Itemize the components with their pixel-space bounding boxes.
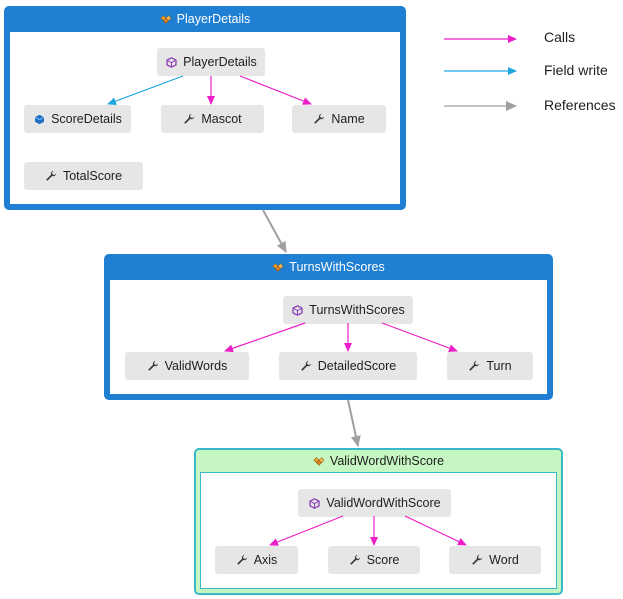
node-label: Word bbox=[489, 553, 519, 567]
group-title: ValidWordWithScore bbox=[329, 454, 445, 468]
group-header[interactable]: TurnsWithScores bbox=[106, 256, 551, 278]
group-header[interactable]: ValidWordWithScore bbox=[196, 450, 561, 472]
node-turns-with-scores-class[interactable]: TurnsWithScores bbox=[283, 296, 413, 324]
property-wrench-icon bbox=[300, 360, 312, 372]
class-group-icon bbox=[272, 261, 284, 273]
property-wrench-icon bbox=[349, 554, 361, 566]
class-icon bbox=[308, 497, 320, 509]
property-wrench-icon bbox=[183, 113, 195, 125]
node-word[interactable]: Word bbox=[449, 546, 541, 574]
node-label: Turn bbox=[486, 359, 512, 373]
node-axis[interactable]: Axis bbox=[215, 546, 298, 574]
node-score-details[interactable]: ScoreDetails bbox=[24, 105, 131, 133]
node-valid-words[interactable]: ValidWords bbox=[125, 352, 249, 380]
group-title: TurnsWithScores bbox=[289, 260, 385, 274]
edge-references bbox=[262, 209, 287, 253]
node-label: Axis bbox=[253, 553, 278, 567]
node-label: TurnsWithScores bbox=[309, 303, 405, 317]
property-wrench-icon bbox=[45, 170, 57, 182]
node-turn[interactable]: Turn bbox=[447, 352, 533, 380]
class-group-icon bbox=[160, 13, 172, 25]
group-title: PlayerDetails bbox=[176, 12, 251, 26]
node-detailed-score[interactable]: DetailedScore bbox=[279, 352, 417, 380]
legend-field-write-label: Field write bbox=[544, 62, 608, 78]
class-icon bbox=[291, 304, 303, 316]
node-label: ValidWordWithScore bbox=[326, 496, 441, 510]
property-wrench-icon bbox=[236, 554, 248, 566]
property-wrench-icon bbox=[313, 113, 325, 125]
node-label: Name bbox=[331, 112, 365, 126]
node-score[interactable]: Score bbox=[328, 546, 420, 574]
node-label: PlayerDetails bbox=[183, 55, 257, 69]
node-mascot[interactable]: Mascot bbox=[161, 105, 264, 133]
node-valid-word-with-score-class[interactable]: ValidWordWithScore bbox=[298, 489, 451, 517]
node-label: Score bbox=[366, 553, 400, 567]
node-label: ValidWords bbox=[164, 359, 228, 373]
class-group-icon bbox=[313, 455, 325, 467]
property-wrench-icon bbox=[147, 360, 159, 372]
property-wrench-icon bbox=[468, 360, 480, 372]
node-label: TotalScore bbox=[62, 169, 123, 183]
class-icon bbox=[165, 56, 177, 68]
node-label: DetailedScore bbox=[317, 359, 397, 373]
field-icon bbox=[33, 113, 45, 125]
group-header[interactable]: PlayerDetails bbox=[6, 8, 404, 30]
legend-references-label: References bbox=[544, 97, 616, 113]
node-player-details-class[interactable]: PlayerDetails bbox=[157, 48, 265, 76]
node-label: ScoreDetails bbox=[51, 112, 122, 126]
node-label: Mascot bbox=[201, 112, 242, 126]
property-wrench-icon bbox=[471, 554, 483, 566]
edge-references bbox=[347, 399, 361, 447]
node-total-score[interactable]: TotalScore bbox=[24, 162, 143, 190]
legend-calls-label: Calls bbox=[544, 29, 576, 45]
node-name[interactable]: Name bbox=[292, 105, 386, 133]
